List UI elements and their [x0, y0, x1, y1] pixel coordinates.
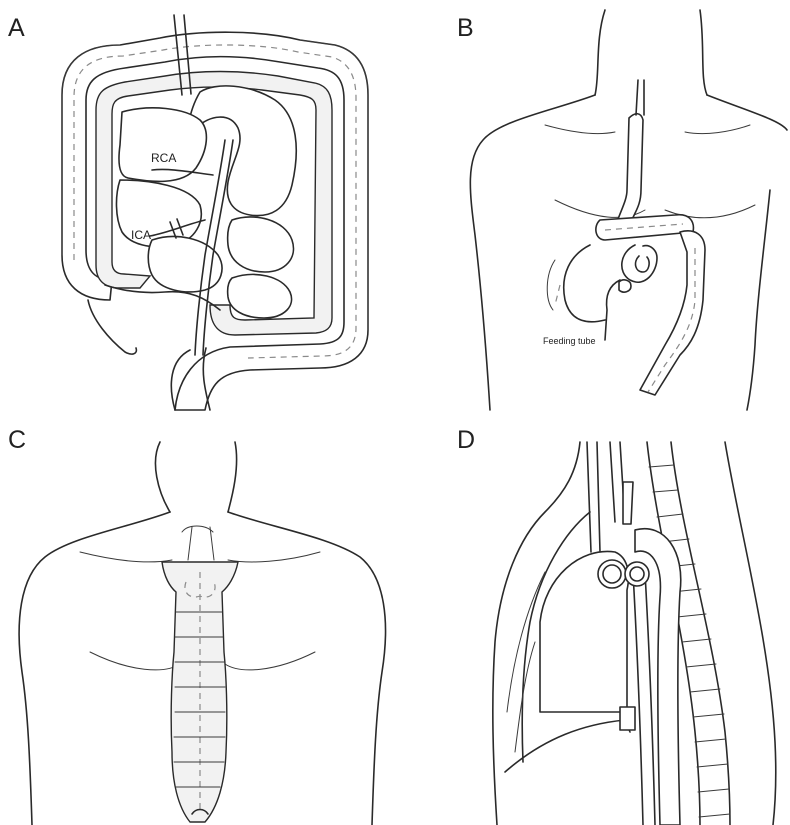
collar-c-left: [80, 552, 172, 562]
torso-illustration-c: [0, 412, 395, 825]
feeding-tube-cap: [619, 280, 631, 292]
label-rca: RCA: [151, 151, 176, 165]
torso-shoulder-left: [470, 95, 595, 410]
label-ica: ICA: [131, 228, 151, 242]
torso-right-side: [747, 190, 770, 410]
short-tube-d: [623, 482, 633, 524]
conduit-d: [633, 572, 655, 825]
posterior-back: [725, 442, 776, 825]
panel-d: D: [395, 412, 790, 825]
descending-colon: [640, 231, 705, 395]
neck-incision: [182, 526, 213, 532]
trachea: [587, 442, 600, 552]
liver-edge: [547, 260, 555, 310]
torso-neck-left: [595, 10, 605, 95]
dotted-left: [555, 285, 560, 305]
intestine-loop-1: [116, 180, 201, 247]
pectoral-line: [555, 200, 755, 218]
intestine-loop-3: [228, 217, 294, 272]
intestine-loop-4: [228, 274, 292, 318]
neck-c-right: [228, 442, 237, 512]
torso-shoulder-right: [707, 95, 787, 130]
vessel-circle-2: [603, 565, 621, 583]
colon-illustration: RCA ICA: [0, 0, 395, 412]
diaphragm: [505, 720, 630, 772]
collar-c-right: [228, 552, 320, 562]
bowel-loop-inner: [636, 256, 650, 272]
vessel-circle-4: [630, 567, 644, 581]
feeding-tube-line: [605, 280, 620, 340]
gastric-junction: [620, 707, 635, 730]
bowel-loop: [622, 245, 657, 282]
collar-right: [685, 125, 750, 134]
neck-c-left: [155, 442, 170, 512]
stomach-remnant: [564, 245, 605, 322]
sagittal-illustration-d: [395, 412, 790, 825]
intestine-loop-2: [148, 236, 222, 291]
panel-a: A RCA ICA: [0, 0, 395, 412]
panel-c: C: [0, 412, 395, 825]
transverse-colon: [596, 215, 694, 240]
torso-neck-right: [700, 10, 707, 95]
neck-vessels-c: [188, 527, 214, 560]
neck-tube: [636, 80, 644, 115]
label-feeding-tube: Feeding tube: [543, 336, 596, 346]
panel-b: B Feeding tube: [395, 0, 790, 412]
esophagus-tube: [617, 114, 643, 222]
torso-illustration-b: Feeding tube: [395, 0, 790, 412]
appendix: [88, 300, 136, 354]
shoulder-c-right: [228, 512, 386, 825]
stomach-organ: [189, 86, 296, 216]
collar-left: [545, 125, 615, 134]
shoulder-c-left: [19, 512, 170, 825]
